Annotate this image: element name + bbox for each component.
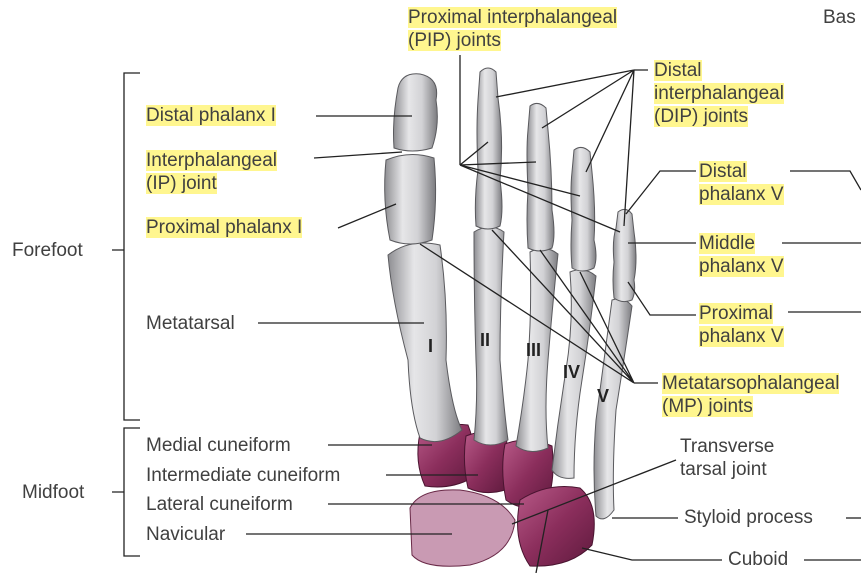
styloid-process-label: Styloid process	[684, 507, 813, 528]
metatarsal-3	[515, 248, 559, 452]
phalanges	[384, 67, 637, 303]
mp-line2: (MP) joints	[662, 396, 753, 417]
metatarsal-1	[387, 242, 463, 443]
numeral-metatarsal-3: III	[526, 340, 542, 360]
transverse-line1: Transverse	[680, 436, 775, 457]
ip-line2: (IP) joint	[146, 173, 217, 194]
mp-line1: Metatarsophalangeal	[662, 373, 840, 394]
metatarsal-label: Metatarsal	[146, 313, 235, 334]
leader-cuboid	[581, 547, 722, 561]
dip-line1: Distal	[654, 60, 702, 81]
midfoot-bracket	[112, 427, 140, 557]
phalanges-3	[526, 102, 555, 252]
pip-joints-label: Proximal interphalangeal (PIP) joints	[408, 6, 618, 52]
phalanges-5	[612, 208, 637, 303]
dip-line2: interphalangeal	[654, 83, 784, 104]
leader-dip	[495, 69, 648, 227]
middle-phalanx-5-line1: Middle	[699, 233, 755, 254]
pip-line1: Proximal interphalangeal	[408, 7, 618, 28]
middle-phalanx-5-label: Middle phalanx V	[699, 232, 784, 278]
forefoot-bracket	[112, 72, 140, 421]
mp-joints-label: Metatarsophalangeal (MP) joints	[662, 372, 840, 418]
ip-line1: Interphalangeal	[146, 150, 277, 171]
distal-phalanx-5-line2: phalanx V	[699, 184, 784, 205]
forefoot-label: Forefoot	[12, 240, 83, 261]
pip-line2: (PIP) joints	[408, 30, 501, 51]
leader-distal-phalanx-5	[625, 170, 696, 215]
distal-phalanx-5-label: Distal phalanx V	[699, 160, 784, 206]
numeral-metatarsal-5: V	[597, 386, 610, 406]
cuboid-label: Cuboid	[728, 549, 789, 570]
tarsal-bones	[409, 423, 595, 567]
proximal-phalanx-1-label: Proximal phalanx I	[146, 216, 303, 239]
leader-pip	[459, 55, 621, 233]
intermediate-cuneiform-label: Intermediate cuneiform	[146, 465, 341, 486]
leader-transverse-2	[535, 509, 549, 573]
base-partial-label: Bas	[823, 7, 856, 28]
leader-proximal-phalanx-5	[627, 281, 696, 316]
lateral-cuneiform-label: Lateral cuneiform	[146, 494, 293, 515]
region-brackets	[112, 72, 140, 557]
leader-ip-joint	[313, 151, 403, 159]
transverse-tarsal-joint-label: Transverse tarsal joint	[680, 435, 774, 481]
distal-phalanx-1-label: Distal phalanx I	[146, 104, 276, 127]
ip-joint-label: Interphalangeal (IP) joint	[146, 149, 277, 195]
leader-proximal-phalanx-1	[337, 203, 397, 229]
metatarsal-4	[551, 269, 597, 479]
proximal-phalanx-5-label: Proximal phalanx V	[699, 302, 784, 348]
distal-phalanx-1-text: Distal phalanx I	[146, 105, 276, 126]
metatarsals	[387, 226, 633, 520]
numeral-metatarsal-1: I	[428, 336, 434, 356]
phalanges-4	[570, 146, 597, 272]
middle-phalanx-5-line2: phalanx V	[699, 256, 784, 277]
numeral-metatarsal-4: IV	[563, 362, 581, 382]
proximal-phalanx-5-line2: phalanx V	[699, 326, 784, 347]
medial-cuneiform-label: Medial cuneiform	[146, 435, 291, 456]
phalanges-2	[474, 67, 503, 230]
leader-mp	[419, 229, 658, 384]
proximal-phalanx-5-line1: Proximal	[699, 303, 773, 324]
leader-right-1	[790, 170, 861, 191]
navicular-label: Navicular	[146, 524, 226, 545]
dip-joints-label: Distal interphalangeal (DIP) joints	[654, 59, 784, 128]
proximal-phalanx-1-text: Proximal phalanx I	[146, 217, 303, 238]
distal-phalanx-5-line1: Distal	[699, 161, 747, 182]
proximal-phalanx-1-bone	[384, 154, 437, 245]
numeral-metatarsal-2: II	[480, 330, 491, 350]
midfoot-label: Midfoot	[22, 482, 85, 503]
leader-lines	[246, 55, 861, 573]
transverse-line2: tarsal joint	[680, 459, 767, 480]
metatarsal-5	[593, 298, 633, 520]
dip-line3: (DIP) joints	[654, 106, 748, 127]
distal-phalanx-1-bone	[393, 73, 438, 152]
navicular-bone	[409, 489, 516, 567]
cuboid-bone	[517, 486, 595, 567]
leader-transverse	[511, 459, 677, 525]
metatarsal-2	[473, 226, 509, 446]
